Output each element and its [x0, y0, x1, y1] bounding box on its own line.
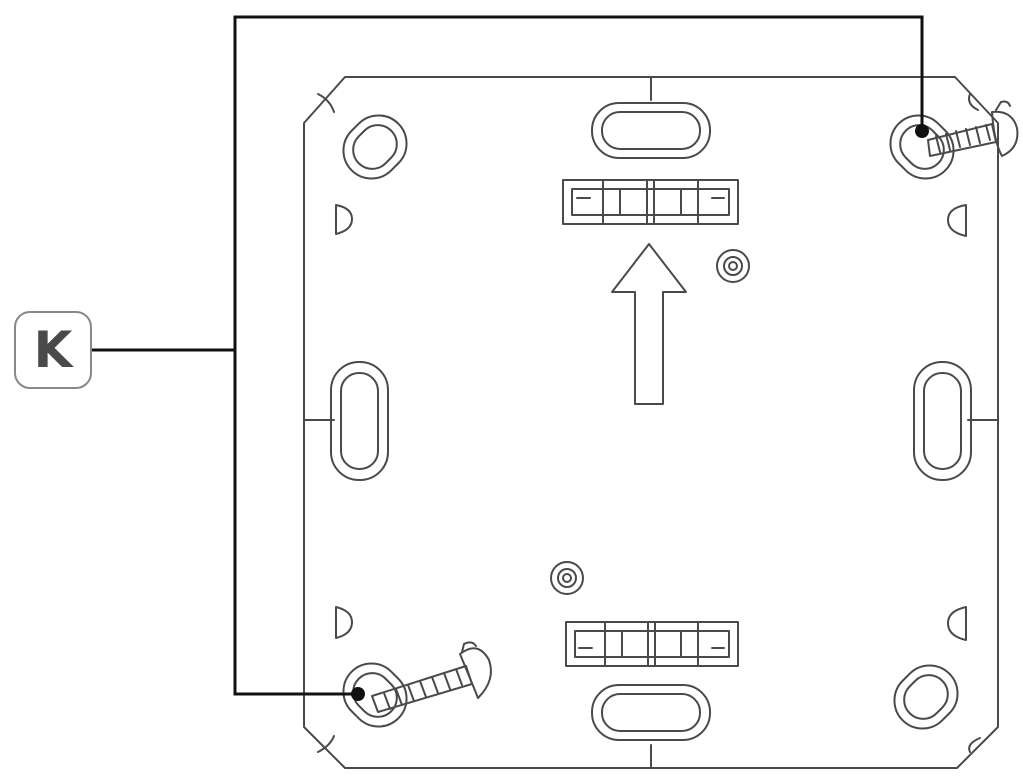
clip-bottom	[565, 621, 739, 667]
slot-right	[913, 361, 972, 481]
corner-notch	[317, 735, 335, 753]
slot-top-right	[889, 114, 955, 180]
d-hole	[335, 606, 353, 639]
corner-notch	[968, 737, 981, 753]
callout-leader-line	[92, 15, 924, 696]
slot-top-left	[342, 114, 408, 180]
slot-bottom-left	[342, 662, 408, 728]
callout-dot	[351, 687, 365, 701]
slot-bottom	[591, 684, 711, 741]
slot-left	[330, 361, 389, 481]
callout-dot	[915, 124, 929, 138]
screw-icon	[927, 100, 1019, 157]
clip-top	[562, 179, 739, 225]
d-hole	[947, 606, 967, 641]
slot-bottom-right	[893, 664, 959, 730]
arrow-up-icon	[611, 243, 687, 405]
mounting-plate-outline	[303, 76, 999, 769]
callout-label-box: K	[14, 311, 92, 389]
corner-notch	[968, 93, 979, 111]
corner-notch	[317, 93, 335, 113]
alignment-stud	[716, 249, 750, 283]
screw-icon	[371, 641, 492, 713]
slot-top	[591, 102, 711, 159]
callout-label: K	[33, 321, 73, 379]
d-hole	[947, 204, 967, 237]
d-hole	[335, 204, 353, 235]
alignment-stud	[550, 561, 584, 595]
